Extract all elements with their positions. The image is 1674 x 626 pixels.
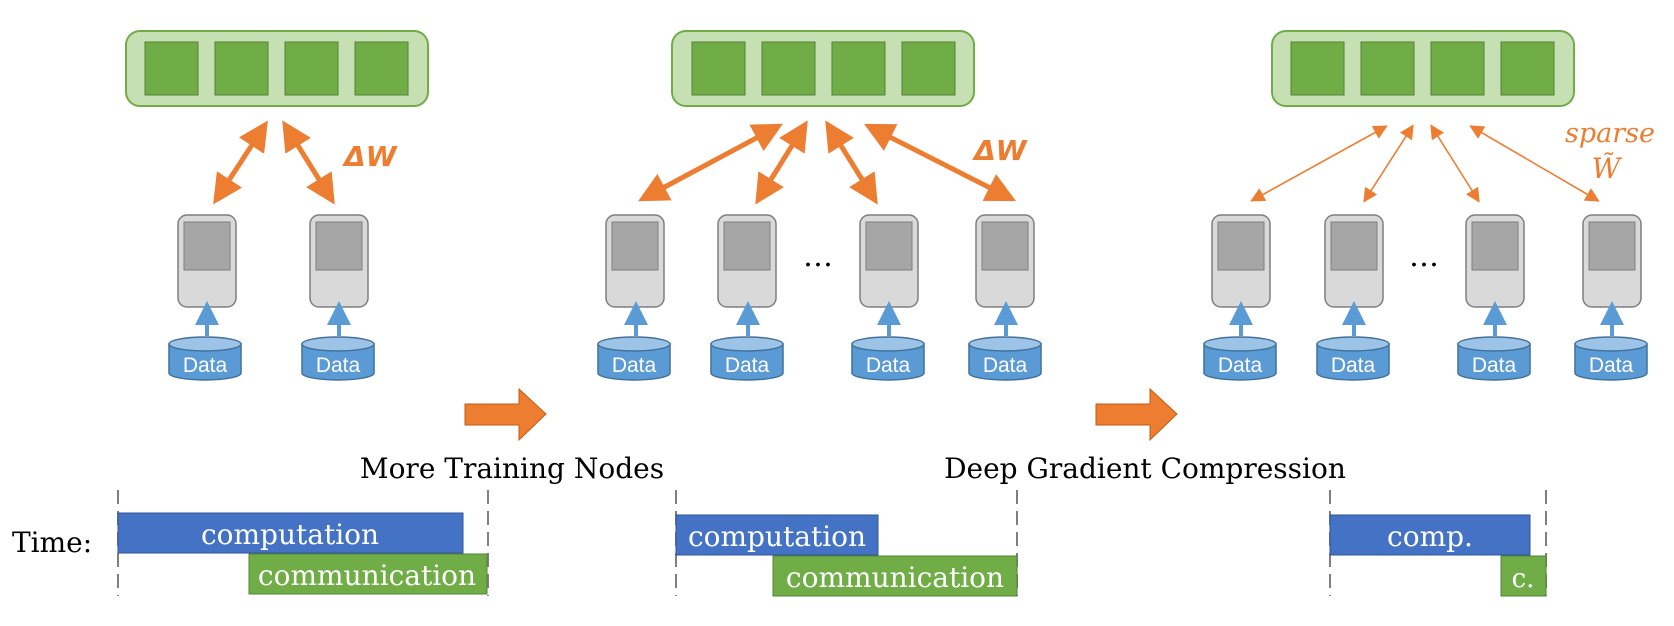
communication-bar bbox=[772, 555, 1018, 597]
data-store: Data bbox=[1316, 336, 1390, 381]
param-cell bbox=[1360, 41, 1415, 96]
gradient-arrow bbox=[755, 120, 808, 205]
svg-text:Data: Data bbox=[612, 354, 657, 377]
panel-3: sparse W̃ … Data D bbox=[1203, 30, 1655, 381]
data-store: Data bbox=[1457, 336, 1531, 381]
svg-text:Data: Data bbox=[1472, 354, 1517, 377]
parameter-server bbox=[671, 30, 975, 107]
transition-caption: Deep Gradient Compression bbox=[944, 452, 1346, 485]
sparse-delta-w-label: W̃ bbox=[1592, 152, 1623, 185]
transition-caption: More Training Nodes bbox=[360, 452, 664, 485]
gradient-arrow bbox=[825, 120, 878, 205]
svg-text:Data: Data bbox=[1589, 354, 1634, 377]
sparse-gradient-arrow bbox=[1469, 125, 1600, 202]
svg-text:comp.: comp. bbox=[1387, 520, 1473, 553]
param-cell bbox=[1500, 41, 1555, 96]
data-store: Data bbox=[1574, 336, 1648, 381]
svg-text:Data: Data bbox=[1331, 354, 1376, 377]
param-cell bbox=[354, 41, 409, 96]
communication-bar bbox=[1500, 555, 1547, 597]
computation-bar bbox=[675, 514, 879, 556]
svg-text:Data: Data bbox=[725, 354, 770, 377]
svg-text:computation: computation bbox=[201, 518, 379, 551]
param-cell bbox=[831, 41, 886, 96]
svg-text:communication: communication bbox=[258, 559, 476, 592]
sparse-gradient-arrow bbox=[1430, 124, 1480, 203]
worker-node bbox=[859, 214, 919, 308]
gradient-arrow bbox=[213, 120, 268, 205]
worker-node bbox=[1582, 214, 1642, 308]
sparse-label: sparse bbox=[1565, 118, 1655, 149]
ellipsis: … bbox=[803, 239, 833, 274]
worker-node bbox=[1465, 214, 1525, 308]
param-cell bbox=[144, 41, 199, 96]
transition-more-nodes: More Training Nodes bbox=[360, 387, 664, 485]
sparse-gradient-arrow bbox=[1363, 124, 1414, 203]
param-cell bbox=[901, 41, 956, 96]
param-cell bbox=[214, 41, 269, 96]
delta-w-label: ΔW bbox=[342, 140, 398, 173]
worker-node bbox=[1324, 214, 1384, 308]
communication-bar bbox=[248, 553, 488, 595]
gradient-arrow bbox=[282, 120, 335, 205]
gradient-arrow bbox=[638, 123, 783, 202]
data-store: Data bbox=[1203, 336, 1277, 381]
parameter-server bbox=[1271, 30, 1575, 107]
svg-text:computation: computation bbox=[688, 520, 866, 553]
worker-node bbox=[717, 214, 777, 308]
right-arrow-icon bbox=[464, 387, 547, 442]
computation-bar bbox=[1329, 514, 1531, 556]
data-store: Data bbox=[301, 336, 375, 381]
svg-text:Data: Data bbox=[1218, 354, 1263, 377]
data-store: Data bbox=[851, 336, 925, 381]
param-cell bbox=[691, 41, 746, 96]
param-cell bbox=[1430, 41, 1485, 96]
svg-text:Data: Data bbox=[866, 354, 911, 377]
transition-deep-gradient-compression: Deep Gradient Compression bbox=[944, 387, 1346, 485]
gradient-arrow bbox=[863, 123, 1017, 202]
data-store: Data bbox=[168, 336, 242, 381]
worker-node bbox=[177, 214, 237, 308]
svg-text:Data: Data bbox=[183, 354, 228, 377]
panel-1: ΔW Data Data bbox=[125, 30, 429, 381]
svg-text:Data: Data bbox=[983, 354, 1028, 377]
param-cell bbox=[284, 41, 339, 96]
svg-text:Data: Data bbox=[316, 354, 361, 377]
svg-text:c.: c. bbox=[1512, 564, 1535, 594]
param-cell bbox=[1290, 41, 1345, 96]
worker-node bbox=[605, 214, 665, 308]
right-arrow-icon bbox=[1095, 387, 1178, 442]
svg-text:communication: communication bbox=[786, 561, 1004, 594]
data-store: Data bbox=[710, 336, 784, 381]
param-cell bbox=[761, 41, 816, 96]
parameter-server bbox=[125, 30, 429, 107]
ellipsis: … bbox=[1409, 239, 1439, 274]
computation-bar bbox=[117, 512, 464, 554]
worker-node bbox=[309, 214, 369, 308]
data-store: Data bbox=[597, 336, 671, 381]
timeline: Time: computation communication computat… bbox=[12, 490, 1547, 597]
time-label: Time: bbox=[12, 526, 92, 559]
panel-2: ΔW … Data Data bbox=[597, 30, 1042, 381]
worker-node bbox=[1211, 214, 1271, 308]
data-store: Data bbox=[968, 336, 1042, 381]
delta-w-label: ΔW bbox=[972, 134, 1028, 167]
worker-node bbox=[975, 214, 1035, 308]
sparse-gradient-arrow bbox=[1250, 125, 1388, 202]
